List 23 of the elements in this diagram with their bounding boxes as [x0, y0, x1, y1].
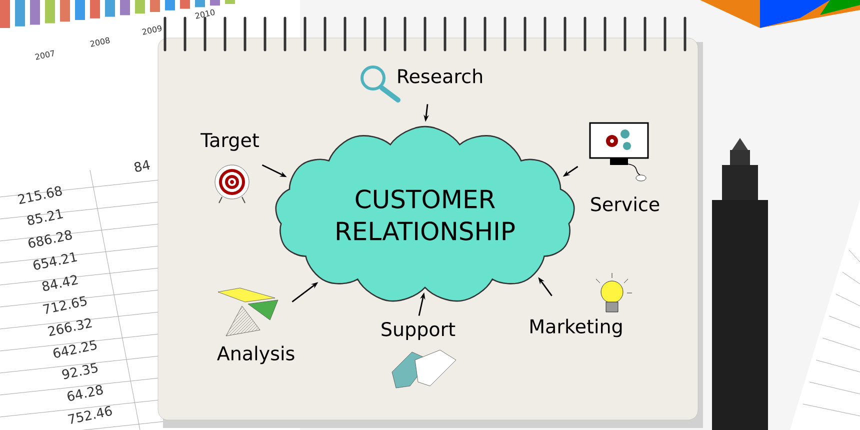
table-number: 92.35	[62, 362, 98, 380]
table-number: 752.46	[68, 406, 112, 424]
topic-label: Research	[398, 68, 482, 84]
topic-label: Target	[200, 133, 259, 151]
topic-label: Marketing	[530, 318, 622, 338]
year-label: 2007	[35, 50, 54, 60]
table-number: 215.68	[18, 186, 62, 204]
topic-label: Support	[382, 322, 456, 340]
table-number: 686.28	[28, 230, 72, 248]
table-number: 654.21	[33, 252, 78, 270]
pie-chart-icon	[218, 288, 278, 320]
topic-label: Service	[591, 196, 660, 212]
year-label: 2010	[195, 9, 215, 19]
table-number: 712.65	[42, 296, 87, 314]
topic-label: Analysis	[217, 346, 294, 364]
table-number: 642.25	[53, 340, 97, 358]
table-number: 84.42	[42, 275, 78, 291]
table-number: 85.21	[27, 209, 64, 225]
year-label: 2008	[90, 37, 110, 47]
year-label: 2009	[142, 25, 162, 35]
table-number: 84	[134, 160, 150, 172]
table-number: 64.28	[68, 385, 103, 401]
table-number: 266.32	[48, 318, 92, 336]
